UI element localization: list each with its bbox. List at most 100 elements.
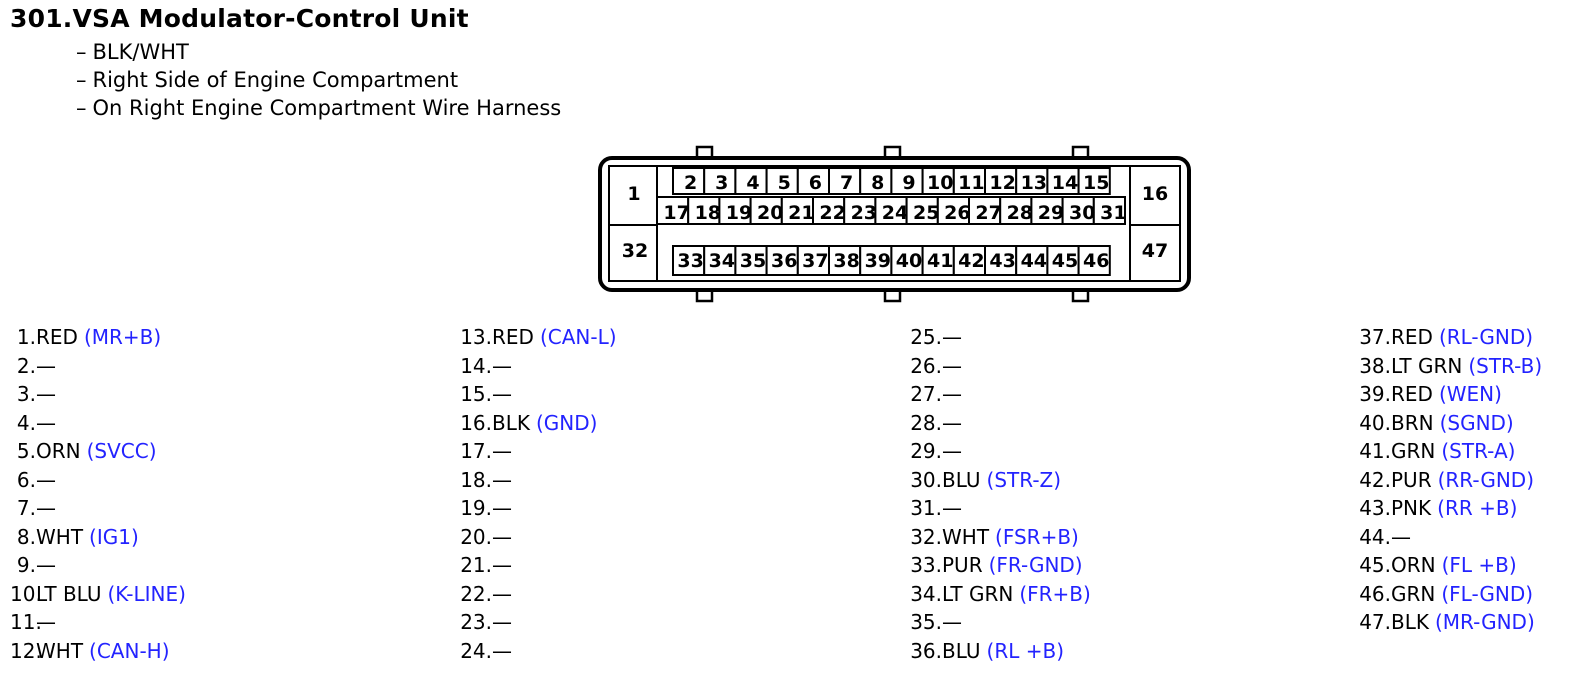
pin-number: 44: [1021, 250, 1047, 272]
pin-cavity: [812, 196, 846, 225]
pin-entry-number: 9.: [16, 553, 36, 577]
pin-wire-color: BLK: [1391, 610, 1429, 634]
pin-entry: 29.—: [908, 439, 1091, 468]
pin-signal-name: (STR-Z): [986, 467, 1062, 492]
pin-entry-number: 19.: [460, 496, 492, 520]
pin-number: 8: [871, 172, 884, 194]
pin-entry-number: 11.: [10, 610, 42, 634]
pin-entry-number: 42.: [1359, 467, 1391, 492]
pin-entry: 19.—: [458, 496, 617, 525]
pin-cavity: [952, 245, 986, 276]
pin-entry-number: 43.: [1359, 496, 1391, 520]
pin-entry-number: 16.: [460, 410, 492, 435]
pin-wire-color: PNK: [1391, 496, 1432, 520]
pin-cavity: [921, 245, 955, 276]
pin-wire-color: ORN: [36, 439, 81, 463]
pin-number: 29: [1038, 202, 1064, 224]
pin-entry-number: 28.: [910, 410, 942, 435]
pin-number: 39: [865, 250, 891, 272]
pin-wire-color: WHT: [36, 638, 84, 663]
pin-entry-number: 35.: [910, 610, 942, 634]
pin-number: 47: [1142, 240, 1168, 262]
pin-number: 46: [1083, 250, 1109, 272]
pin-signal-name: (FL-GND): [1441, 581, 1534, 606]
pin-wire-color: BRN: [1391, 410, 1434, 435]
pin-wire-color: RED: [1391, 382, 1433, 406]
pin-entry: 44.—: [1357, 525, 1542, 554]
pin-entry: 37.RED(RL-GND): [1357, 325, 1542, 354]
pin-entry: 40.BRN(SGND): [1357, 411, 1542, 440]
pin-wire-color: —: [942, 439, 962, 463]
pin-entry-number: 26.: [910, 353, 942, 378]
pin-entry-number: 20.: [460, 524, 492, 549]
pin-signal-name: (SGND): [1439, 410, 1514, 435]
pin-number: 9: [902, 172, 915, 194]
pin-cavity: [905, 196, 939, 225]
pin-cavity: [765, 167, 799, 195]
pin-entry: 21.—: [458, 553, 617, 582]
pin-entry-number: 17.: [460, 439, 492, 463]
pin-entry: 23.—: [458, 610, 617, 639]
pin-number: 24: [882, 202, 908, 224]
pin-entry-number: 39.: [1359, 382, 1391, 406]
pin-signal-name: (FR+B): [1019, 581, 1091, 606]
pin-entry: 31.—: [908, 496, 1091, 525]
pin-number: 45: [1052, 250, 1078, 272]
pin-wire-color: PUR: [942, 553, 983, 577]
pin-entry: 27.—: [908, 382, 1091, 411]
pin-number: 25: [913, 202, 939, 224]
pin-wire-color: LT BLU: [36, 581, 102, 606]
pin-number: 32: [622, 240, 648, 262]
pin-number: 1: [627, 183, 640, 205]
pin-entry: 35.—: [908, 610, 1091, 639]
connector-color-detail: –BLK/WHT: [76, 40, 189, 64]
pin-entry-number: 3.: [16, 382, 36, 406]
pin-entry-number: 47.: [1359, 610, 1391, 634]
pin-entry-number: 10.: [10, 581, 42, 606]
pin-wire-color: LT GRN: [942, 581, 1014, 606]
pin-number: 14: [1052, 172, 1078, 194]
pin-signal-name: (WEN): [1438, 382, 1502, 406]
pin-wire-color: —: [942, 353, 962, 378]
pin-number: 10: [927, 172, 953, 194]
page-title: 301.VSA Modulator-Control Unit: [10, 4, 469, 33]
pin-cavity: [687, 196, 721, 225]
pin-entry: 12.WHT(CAN-H): [10, 639, 186, 668]
pin-entry-number: 8.: [16, 524, 36, 549]
pin-entry: 15.—: [458, 382, 617, 411]
pin-signal-name: (FR-GND): [988, 553, 1083, 577]
pin-wire-color: —: [36, 610, 56, 634]
pin-wire-color: —: [942, 325, 962, 349]
pin-entry-number: 5.: [16, 439, 36, 463]
pin-entry: 9.—: [10, 553, 186, 582]
pin-wire-color: —: [492, 581, 512, 606]
pin-number: 34: [709, 250, 735, 272]
pin-entry: 34.LT GRN(FR+B): [908, 582, 1091, 611]
pin-wire-color: —: [36, 410, 56, 435]
pin-column-2: 13.RED(CAN-L)14.—15.—16.BLK(GND)17.—18.—…: [458, 325, 617, 667]
pin-wire-color: GRN: [1391, 581, 1436, 606]
pin-signal-name: (SVCC): [86, 439, 157, 463]
pin-signal-name: (RR-GND): [1437, 467, 1535, 492]
pin-number: 36: [771, 250, 797, 272]
pin-wire-color: —: [942, 496, 962, 520]
pin-signal-name: (IG1): [89, 524, 139, 549]
pin-entry-number: 32.: [910, 524, 942, 549]
pin-cavity: [921, 167, 955, 195]
pin-entry-number: 13.: [460, 325, 492, 349]
pin-signal-name: (RL-GND): [1438, 325, 1534, 349]
pin-entry: 46.GRN(FL-GND): [1357, 582, 1542, 611]
pin-wire-color: —: [492, 353, 512, 378]
pin-number: 3: [715, 172, 728, 194]
pin-number: 42: [958, 250, 984, 272]
pin-entry-number: 2.: [16, 353, 36, 378]
pin-entry-number: 31.: [910, 496, 942, 520]
pin-cavity: [734, 167, 768, 195]
pin-entry-number: 14.: [460, 353, 492, 378]
pin-signal-name: (RL +B): [986, 638, 1064, 663]
location-detail: –Right Side of Engine Compartment: [76, 68, 459, 92]
pin-entry: 4.—: [10, 411, 186, 440]
pin-entry-number: 46.: [1359, 581, 1391, 606]
pin-wire-color: BLU: [942, 638, 981, 663]
pin-entry: 8.WHT(IG1): [10, 525, 186, 554]
